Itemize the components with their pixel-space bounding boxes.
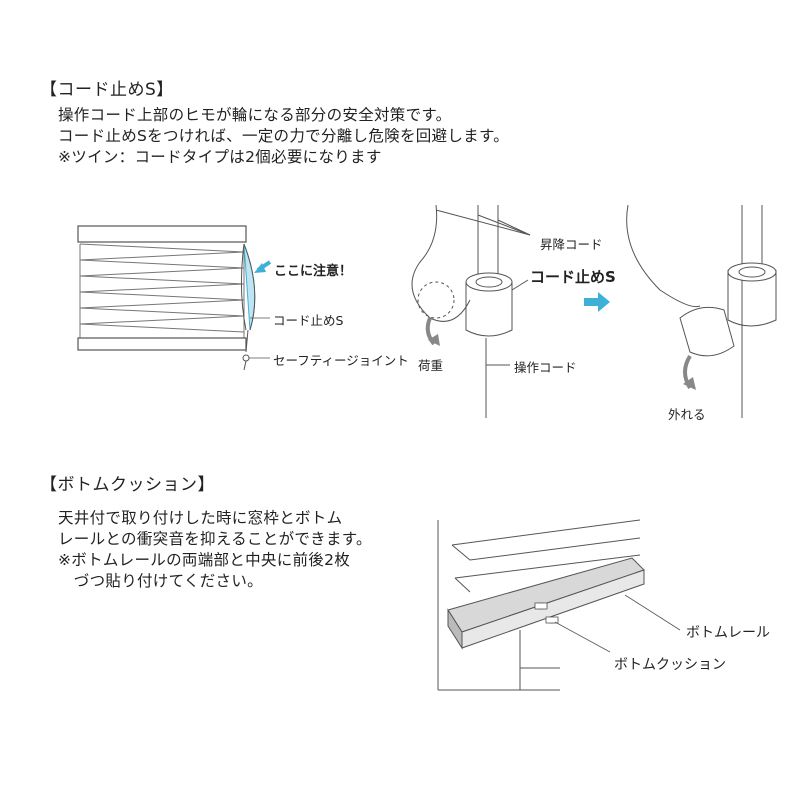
cord-stopper-heading: 【コード止めS】 — [40, 80, 174, 100]
cord-stopper-line-3: ※ツイン：コードタイプは2個必要になります — [58, 148, 382, 166]
cord-stopper-big-label: コード止めS — [530, 268, 616, 286]
attention-label: ここに注意！ — [274, 264, 353, 279]
operation-cord-label: 操作コード — [514, 360, 577, 375]
lift-cord-label: 昇降コード — [540, 237, 603, 252]
load-label: 荷重 — [418, 358, 444, 373]
bottom-cushion-heading: 【ボトムクッション】 — [40, 475, 215, 495]
cord-stopper-line-1: 操作コード上部のヒモが輪になる部分の安全対策です。 — [58, 106, 452, 124]
bottom-cushion-line-2: レールとの衝突音を抑えることができます。 — [58, 530, 372, 548]
bottom-rail-label: ボトムレール — [686, 625, 770, 641]
bottom-cushion-description: 天井付で取り付けした時に窓枠とボトム レールとの衝突音を抑えることができます。 … — [58, 508, 372, 592]
bottom-cushion-line-3: ※ボトムレールの両端部と中央に前後2枚 — [58, 551, 351, 569]
cord-stopper-description: 操作コード上部のヒモが輪になる部分の安全対策です。 コード止めSをつければ、一定… — [58, 105, 509, 168]
detach-label: 外れる — [668, 407, 706, 422]
cord-stopper-line-2: コード止めSをつければ、一定の力で分離し危険を回避します。 — [58, 127, 509, 145]
bottom-cushion-line-1: 天井付で取り付けした時に窓枠とボトム — [58, 509, 343, 527]
bottom-cushion-line-4: づつ貼り付けてください。 — [58, 572, 263, 590]
bottom-cushion-label: ボトムクッション — [614, 657, 726, 673]
cord-stopper-small-label: コード止めS — [273, 313, 344, 328]
safety-joint-label: セーフティージョイント — [273, 353, 409, 368]
